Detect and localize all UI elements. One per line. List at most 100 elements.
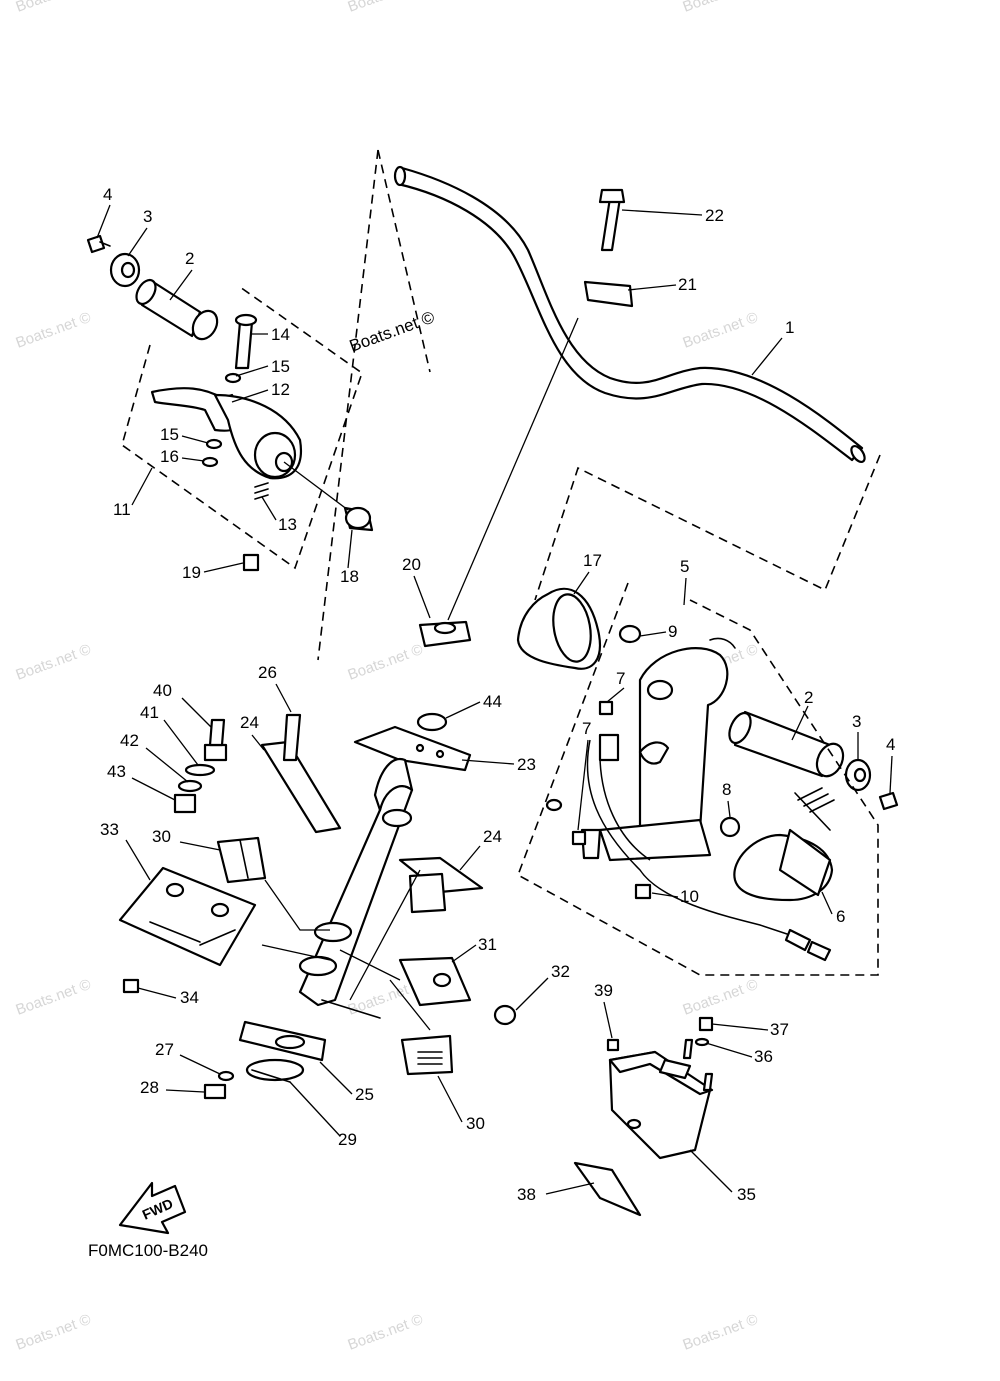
callout-number: 24 [483, 827, 502, 846]
callout-leader [163, 719, 199, 766]
callout-number: 29 [338, 1130, 357, 1149]
watermark: Boats.net © [14, 309, 94, 352]
callout-number: 2 [185, 249, 194, 268]
callout-number: 42 [120, 731, 139, 750]
leader-line [264, 879, 330, 931]
callout-leader [319, 1061, 353, 1095]
watermark: Boats.net © [14, 1311, 94, 1354]
watermark: Boats.net © [681, 0, 761, 16]
watermark: Boats.net © [346, 1311, 426, 1354]
callout-leader [289, 1081, 341, 1137]
watermark: Boats.net © [681, 309, 761, 352]
callout-leader [515, 977, 549, 1011]
callout-leader [179, 1054, 221, 1075]
callout-number: 2 [804, 688, 813, 707]
callout-number: 34 [180, 988, 199, 1007]
callout-leader [131, 467, 153, 506]
steering-column [118, 188, 634, 1100]
fwd-arrow-icon: FWD [118, 1181, 187, 1235]
callout-number: 5 [680, 557, 689, 576]
callout-number: 23 [517, 755, 536, 774]
callout-leader [179, 841, 221, 851]
callout-leader [459, 845, 481, 871]
callout-number: 8 [722, 780, 731, 799]
callout-leader [169, 269, 193, 301]
callout-leader [461, 759, 515, 765]
watermark: Boats.net © [14, 641, 94, 684]
callout-leader [445, 701, 481, 719]
callout-number: 6 [836, 907, 845, 926]
callout-number: 31 [478, 935, 497, 954]
callout-number: 16 [160, 447, 179, 466]
callout-leader [603, 1001, 613, 1039]
callout-number: 25 [355, 1085, 374, 1104]
callout-number: 19 [182, 563, 201, 582]
callout-number: 9 [668, 622, 677, 641]
right-switch-assembly [516, 587, 899, 962]
callout-number: 4 [103, 185, 112, 204]
callout-leader [889, 755, 893, 794]
callout-leader [606, 687, 625, 703]
callout-leader [727, 800, 731, 818]
callout-number: 37 [770, 1020, 789, 1039]
callout-number: 1 [785, 318, 794, 337]
callout-number: 3 [143, 207, 152, 226]
callout-leader [545, 1182, 595, 1195]
callout-leader [131, 777, 176, 801]
watermark: Boats.net © [346, 641, 426, 684]
part-code: F0MC100-B240 [88, 1241, 208, 1260]
callout-leader [125, 839, 151, 881]
watermark: Boats.net © [346, 0, 426, 16]
leader-line [261, 944, 401, 981]
callout-number: 21 [678, 275, 697, 294]
callout-leader [261, 496, 277, 521]
callout-leader [821, 891, 833, 915]
callout-leader [791, 705, 809, 741]
callout-number: 12 [271, 380, 290, 399]
callout-number: 30 [466, 1114, 485, 1133]
callout-number: 26 [258, 663, 277, 682]
callout-leader [437, 1075, 463, 1123]
watermark: Boats.net © [14, 976, 94, 1019]
callout-leader [231, 389, 269, 403]
callout-number: 4 [886, 735, 895, 754]
callout-number: 40 [153, 681, 172, 700]
callout-number: 7 [582, 719, 591, 738]
callout-leader [651, 892, 679, 898]
callout-number: 17 [583, 551, 602, 570]
callout-number: 20 [402, 555, 421, 574]
callout-leader [621, 209, 703, 216]
watermark: Boats.net © [681, 976, 761, 1019]
callout-leader [251, 734, 265, 751]
callout-leader [181, 457, 205, 462]
callout-number: 14 [271, 325, 290, 344]
callout-leader [683, 577, 687, 606]
callout-leader [137, 987, 177, 999]
callout-leader [347, 529, 353, 569]
outline-line [377, 149, 431, 373]
leader-line [447, 317, 579, 621]
callout-number: 35 [737, 1185, 756, 1204]
callout-leader [203, 562, 244, 573]
leader-line [349, 869, 431, 1031]
outline-box [121, 286, 363, 570]
callout-number: 18 [340, 567, 359, 586]
solenoid-assembly [573, 1016, 714, 1217]
watermark: Boats.net © [14, 0, 94, 16]
watermark: Boats.net © [681, 1311, 761, 1354]
callout-leader [275, 683, 292, 713]
callout-number: 10 [680, 887, 699, 906]
callout-number: 11 [113, 500, 131, 519]
callout-leader [639, 631, 667, 637]
callout-number: 38 [517, 1185, 536, 1204]
outline-box [517, 582, 879, 976]
leader-line [283, 461, 349, 511]
callout-number: 32 [551, 962, 570, 981]
callout-number: 22 [705, 206, 724, 225]
callout-leader [751, 337, 783, 376]
callout-number: 15 [160, 425, 179, 444]
callout-number: 24 [240, 713, 259, 732]
